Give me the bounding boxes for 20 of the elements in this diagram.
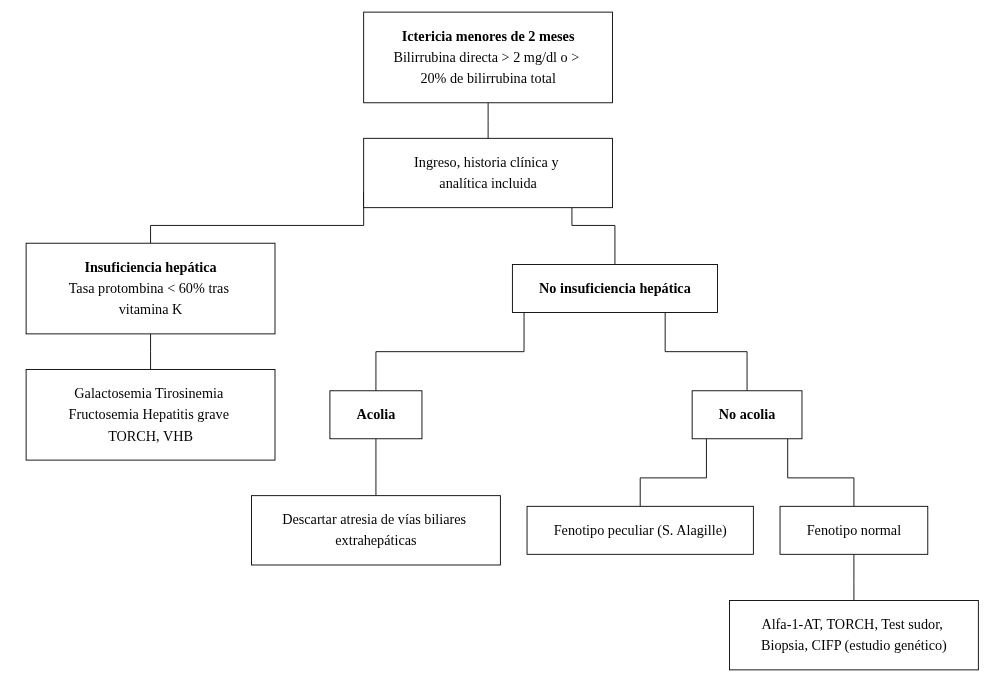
connector: [853, 553, 855, 601]
connector: [375, 312, 525, 392]
connector: [787, 438, 855, 507]
connector: [150, 333, 152, 370]
node-box: Acolia: [329, 390, 423, 440]
node-box: Fenotipo peculiar (S. Alagille): [526, 505, 755, 555]
node-box: Alfa-1-AT, TORCH, Test sudor, Biopsia, CIFP (estudio genético): [729, 600, 980, 671]
node-box: Galactosemia Tirosinemia Fructosemia Hepatitis grave TORCH, VHB: [25, 369, 276, 461]
connector: [375, 438, 377, 497]
node-box: No acolia: [691, 390, 803, 440]
connector: [665, 312, 748, 392]
connector: [640, 438, 708, 507]
node-box: Ingreso, historia clínica y analítica incluida: [363, 137, 614, 209]
connector: [571, 207, 616, 265]
connector: [487, 102, 489, 139]
node-box: Fenotipo normal: [779, 505, 929, 555]
node-box: Descartar atresia de vías biliares extrahepáticas: [251, 495, 502, 566]
node-box: Insuficiencia hepática Tasa protombina < 60% tras vitamina K: [25, 242, 276, 335]
node-box: Ictericia menores de 2 meses Bilirrubina directa > 2 mg/dl o > 20% de bilirrubina total: [363, 11, 614, 104]
node-box: No insuficiencia hepática: [512, 264, 719, 313]
